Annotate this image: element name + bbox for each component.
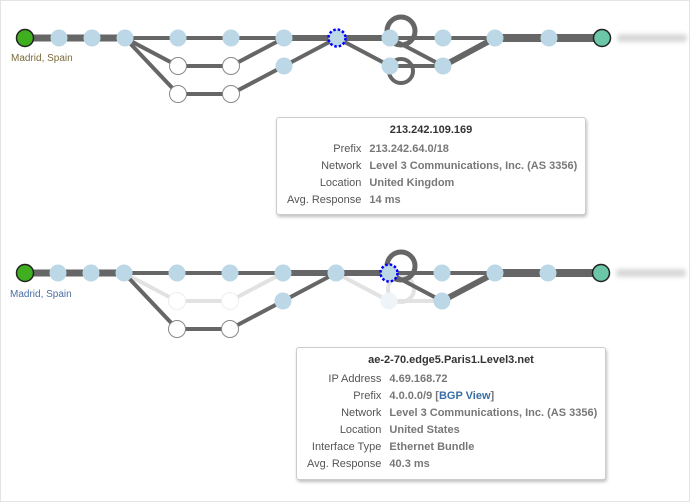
tooltip-row: Location United Kingdom — [283, 175, 581, 192]
hop-node[interactable] — [486, 264, 504, 282]
row-key: Avg. Response — [307, 458, 382, 470]
prefix-value: 4.0.0.0/9 — [389, 390, 433, 402]
path-edge — [283, 36, 338, 68]
row-value: 4.69.168.72 — [389, 373, 448, 385]
tooltip-row: Avg. Response 40.3 ms — [303, 456, 601, 473]
origin-label-1: Madrid, Spain — [11, 53, 73, 64]
hop-node[interactable] — [222, 85, 240, 103]
hop-node[interactable] — [433, 264, 451, 282]
hop-node[interactable] — [50, 29, 68, 47]
row-value: Level 3 Communications, Inc. (AS 3356) — [389, 407, 598, 419]
hop-node[interactable] — [116, 29, 134, 47]
hop-node[interactable] — [274, 292, 292, 310]
origin-label-2: Madrid, Spain — [10, 289, 72, 300]
hop-node[interactable] — [381, 57, 399, 75]
row-key: Location — [319, 177, 362, 189]
row-value: 40.3 ms — [389, 458, 430, 470]
hop-node[interactable] — [115, 264, 133, 282]
tooltip-row: IP Address 4.69.168.72 — [303, 371, 601, 388]
path-edge — [282, 271, 337, 303]
tooltip-row: Interface Type Ethernet Bundle — [303, 439, 601, 456]
row-key: Prefix — [353, 390, 382, 402]
path-edge — [335, 271, 390, 303]
path-edge — [230, 64, 285, 96]
selected-hop-node[interactable] — [379, 263, 399, 283]
bgp-view-link[interactable]: BGP View — [438, 390, 491, 402]
tooltip-title: ae-2-70.edge5.Paris1.Level3.net — [368, 354, 534, 366]
hop-tooltip-2: ae-2-70.edge5.Paris1.Level3.net IP Addre… — [296, 347, 606, 480]
hop-node[interactable] — [434, 29, 452, 47]
hop-node[interactable] — [49, 264, 67, 282]
row-value: Level 3 Communications, Inc. (AS 3356) — [369, 160, 578, 172]
hop-node[interactable] — [169, 85, 187, 103]
hop-node[interactable] — [169, 57, 187, 75]
hop-node[interactable] — [434, 57, 452, 75]
path-edge — [123, 271, 178, 303]
tooltip-row: Network Level 3 Communications, Inc. (AS … — [283, 158, 581, 175]
hop-node[interactable] — [275, 29, 293, 47]
row-value: 14 ms — [369, 194, 401, 206]
row-key: Prefix — [333, 143, 362, 155]
destination-node[interactable] — [592, 28, 612, 48]
loop-edge — [386, 274, 416, 304]
row-value: United States — [389, 424, 460, 436]
row-key: Interface Type — [311, 441, 382, 453]
hop-node[interactable] — [221, 292, 239, 310]
path-edge — [122, 271, 179, 331]
path-edge — [124, 36, 179, 68]
hop-node[interactable] — [539, 264, 557, 282]
tooltip-row: Prefix 213.242.64.0/18 — [283, 141, 581, 158]
hop-node[interactable] — [82, 264, 100, 282]
row-value: 213.242.64.0/18 — [369, 143, 449, 155]
path-edge — [229, 299, 284, 331]
hop-node[interactable] — [221, 264, 239, 282]
origin-node[interactable] — [15, 263, 35, 283]
hop-node[interactable] — [540, 29, 558, 47]
hop-node[interactable] — [168, 320, 186, 338]
selected-hop-node[interactable] — [327, 28, 347, 48]
hop-tooltip-1: 213.242.109.169 Prefix 213.242.64.0/18 Ne… — [276, 117, 586, 215]
path-edge — [336, 36, 391, 68]
hop-node[interactable] — [486, 29, 504, 47]
hop-node[interactable] — [222, 29, 240, 47]
hop-node[interactable] — [274, 264, 292, 282]
hop-node[interactable] — [327, 264, 345, 282]
hop-node[interactable] — [381, 29, 399, 47]
destination-label-1-blurred — [617, 34, 687, 42]
row-value: Ethernet Bundle — [389, 441, 475, 453]
hop-node[interactable] — [169, 29, 187, 47]
row-key: Network — [321, 160, 362, 172]
hop-node[interactable] — [433, 292, 451, 310]
tooltip-row: Network Level 3 Communications, Inc. (AS … — [303, 405, 601, 422]
hop-node[interactable] — [380, 292, 398, 310]
tooltip-row: Location United States — [303, 422, 601, 439]
hop-node[interactable] — [168, 264, 186, 282]
row-key: IP Address — [328, 373, 382, 385]
tooltip-row: Avg. Response 14 ms — [283, 192, 581, 209]
path-edge — [440, 270, 497, 304]
path-edge — [441, 35, 497, 69]
tooltip-title: 213.242.109.169 — [389, 124, 473, 136]
path-edge — [123, 36, 180, 96]
row-value: United Kingdom — [369, 177, 455, 189]
hop-node[interactable] — [83, 29, 101, 47]
destination-node[interactable] — [591, 263, 611, 283]
row-key: Avg. Response — [287, 194, 362, 206]
origin-node[interactable] — [15, 28, 35, 48]
path-edge — [230, 36, 285, 68]
row-key: Location — [339, 424, 382, 436]
destination-label-2-blurred — [616, 269, 686, 277]
hop-node[interactable] — [275, 57, 293, 75]
hop-node[interactable] — [222, 57, 240, 75]
hop-node[interactable] — [168, 292, 186, 310]
path-edge — [229, 271, 284, 303]
hop-node[interactable] — [221, 320, 239, 338]
row-key: Network — [341, 407, 382, 419]
